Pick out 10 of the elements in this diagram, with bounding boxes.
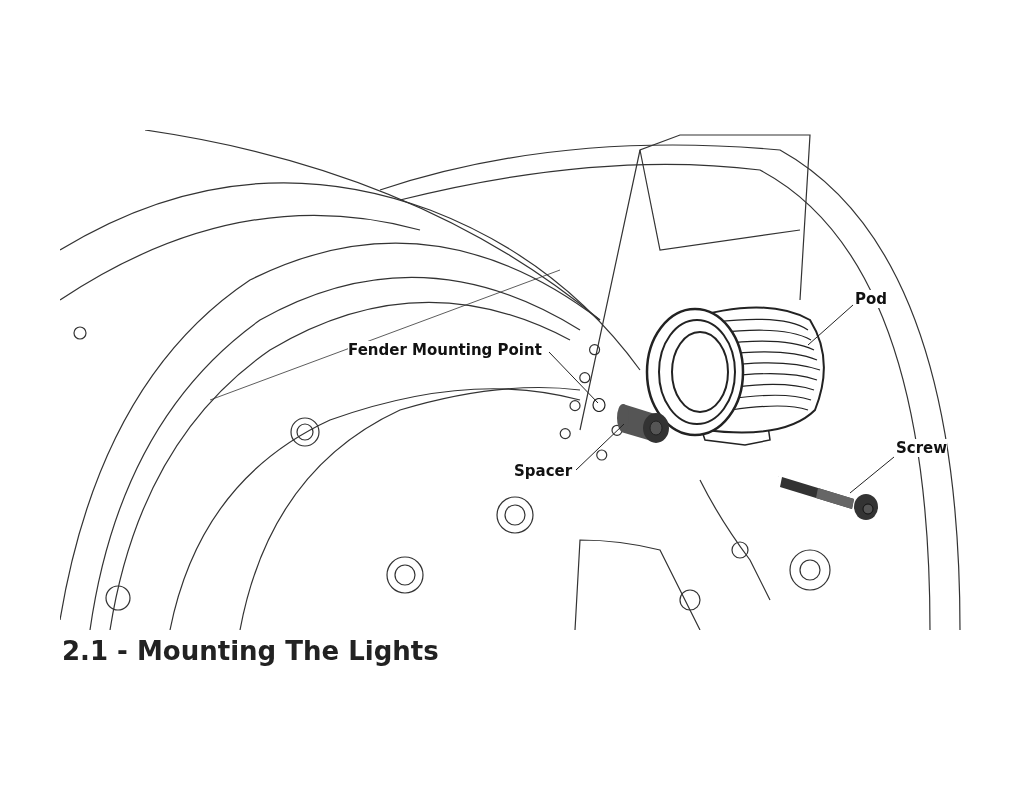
part-label: Pod bbox=[855, 290, 888, 308]
mounting-hole bbox=[592, 398, 606, 412]
part-label: Screw bbox=[896, 439, 948, 457]
part-label: Spacer bbox=[514, 462, 573, 480]
section-title: 2.1 - Mounting The Lights bbox=[62, 636, 439, 666]
part-label: Fender Mounting Point bbox=[348, 341, 542, 359]
leader-line bbox=[548, 351, 599, 404]
leader-line bbox=[575, 423, 625, 471]
leader-line bbox=[807, 304, 854, 346]
leader-line bbox=[849, 456, 895, 494]
